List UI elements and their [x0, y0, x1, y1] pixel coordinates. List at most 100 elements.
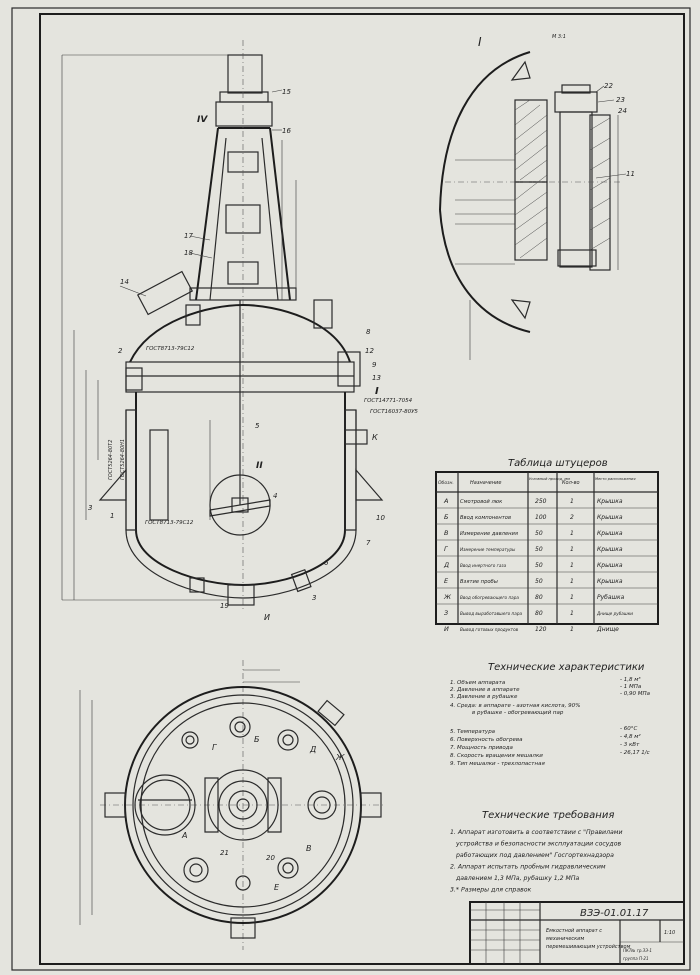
- nozzle-label-k: К: [372, 433, 378, 442]
- nozzle-cell-r7-c0: З: [444, 609, 448, 617]
- nozzle-cell-r5-c1: Взятие пробы: [460, 579, 498, 585]
- spec-label-0: 1. Объем аппарата: [450, 680, 506, 686]
- title-name-3: перемешивающим устройством: [546, 944, 631, 950]
- flange-wedge-top: [510, 60, 531, 81]
- plan-nozzle-a: А: [181, 831, 187, 840]
- plan-flange: [132, 694, 354, 916]
- plan-manhole-a: [134, 774, 196, 836]
- part-label-1: 1: [110, 512, 114, 520]
- nozzle-th-0: Обозн.: [438, 480, 454, 486]
- part-label-17: 17: [184, 232, 193, 240]
- title-block: ВЗЭ-01.01.17 Емкостной аппарат с механич…: [469, 901, 685, 965]
- req-line-5: 3.* Размеры для справок: [450, 887, 532, 894]
- section-i-detail: I M 3:1: [439, 34, 635, 360]
- plan-shell: [140, 702, 346, 908]
- title-sheet: 1:10: [664, 930, 675, 936]
- spec-value-7: - 3 кВт: [620, 742, 640, 748]
- part-label-4: 4: [273, 492, 277, 500]
- nozzle-cell-r4-c2: 50: [535, 562, 543, 569]
- title-code: ВЗЭ-01.01.17: [580, 908, 649, 919]
- plan-nozzle-zh: Ж: [335, 753, 345, 762]
- part-label-5: 5: [255, 422, 260, 430]
- plan-drive-supports: [204, 777, 282, 833]
- nozzle-cell-r1-c1: Ввод компонентов: [460, 515, 511, 521]
- part-label-9: 9: [372, 361, 377, 369]
- part-label-16: 16: [282, 127, 291, 135]
- part-label-10: 10: [376, 514, 385, 522]
- part-label-6: 6: [324, 559, 329, 567]
- spec-label-5: 5. Температура: [450, 729, 496, 735]
- section-i-scale: M 3:1: [552, 34, 566, 40]
- nozzle-cell-r5-c3: 1: [570, 578, 574, 585]
- tech-specs-rows: 1. Объем аппарата- 1,8 м³2. Давление в а…: [450, 676, 651, 767]
- part-label-8: 8: [366, 328, 371, 336]
- nozzle-table-rowlines: [436, 507, 658, 605]
- part-label-2: 2: [118, 347, 123, 355]
- main-elevation-view: IV 15 16 17 18 14 2 12 13 8 9 I 5 II 4 3…: [61, 40, 418, 622]
- nozzle-cell-r0-c4: Крышка: [597, 498, 623, 505]
- nozzle-cell-r4-c3: 1: [570, 562, 574, 569]
- nozzle-cell-r0-c0: А: [443, 497, 448, 505]
- spec-value-0: - 1,8 м³: [620, 676, 641, 683]
- nozzle-cell-r7-c4: Днище рубашки: [596, 611, 633, 616]
- part-label-18: 18: [184, 249, 193, 257]
- req-line-3: 2. Аппарат испытать пробным гидравлическ…: [450, 863, 606, 871]
- nozzle-cell-r2-c0: В: [444, 529, 449, 537]
- nozzle-bottom-jacket: [290, 568, 312, 593]
- part-label-15: 15: [282, 88, 291, 96]
- gost-label-a: ГОСТ8713-79С12: [146, 346, 195, 352]
- drive-stand-inner: [209, 137, 279, 301]
- nozzle-cell-r6-c1: Ввод обогревающего пара: [460, 595, 519, 600]
- part-label-19: 19: [220, 602, 229, 610]
- agitator-blades: [209, 499, 271, 517]
- plan-lug-bottom: [230, 917, 256, 939]
- spec-value-1: - 1 МПа: [620, 684, 642, 690]
- nozzle-th-3: Кол-во: [562, 480, 580, 486]
- plan-nozzle-v: В: [306, 844, 312, 853]
- nozzle-side-left: [125, 367, 143, 391]
- nozzle-cell-r3-c4: Крышка: [597, 546, 623, 553]
- plan-view: А Б Г Д Ж В Е 21 20: [79, 660, 385, 950]
- nozzle-th-2: Условный проход, мм: [529, 477, 570, 481]
- view-iv-label: IV: [197, 115, 208, 125]
- gearbox: [215, 101, 273, 127]
- nozzle-cell-r1-c3: 2: [570, 514, 574, 521]
- agitator-hub: [231, 497, 249, 513]
- nozzle-cell-r3-c1: Измерение температуры: [460, 547, 516, 552]
- nut-bottom: [557, 249, 597, 267]
- nozzle-bottom: [227, 584, 255, 606]
- nozzle-cell-r4-c0: Д: [443, 561, 449, 569]
- plan-nozzle-e: Е: [274, 883, 280, 892]
- tech-req-title: Технические требования: [482, 809, 614, 821]
- nozzle-cell-r8-c1: Вывод готовых продуктов: [460, 627, 519, 632]
- nozzle-cell-r2-c1: Измерение давления: [460, 531, 518, 537]
- plan-nozzle-g: Г: [212, 743, 217, 752]
- section-i-mark: I: [375, 386, 379, 397]
- view-ii-label: II: [256, 461, 263, 471]
- part-label-13: 13: [372, 374, 381, 382]
- plan-drive-ring: [207, 769, 279, 841]
- spec-label-3: 4. Среда: в аппарате - азотная кислота, …: [450, 703, 580, 709]
- req-line-4: давлением 1,3 МПа, рубашку 1,2 МПа: [455, 874, 580, 882]
- nozzle-cell-r8-c0: И: [444, 625, 449, 633]
- gost-label-side2: ГОСТ5264-80Н1: [120, 439, 126, 480]
- gost-label-side1: ГОСТ5264-80Т2: [108, 440, 114, 480]
- nozzle-cell-r5-c4: Крышка: [597, 578, 623, 585]
- title-name-1: Емкостной аппарат с: [546, 928, 602, 934]
- nozzle-cell-r6-c2: 80: [535, 594, 543, 601]
- gost-label-bottom: ГОСТ8713-79С12: [145, 520, 194, 526]
- flange-hatching: [514, 99, 611, 259]
- nozzle-cell-r5-c2: 50: [535, 578, 543, 585]
- bolt-shank: [559, 111, 593, 268]
- part-label-11: 11: [626, 170, 635, 178]
- tech-specs-title: Технические характеристики: [488, 662, 645, 673]
- spec-label-7: 7. Мощность привода: [450, 745, 514, 751]
- heating-jacket: [125, 410, 357, 599]
- spec-value-2: - 0,90 МПа: [620, 691, 651, 697]
- spec-label-6: 6. Поверхность обогрева: [450, 737, 523, 743]
- plan-part-20: 20: [266, 854, 275, 862]
- nozzle-cell-r4-c1: Ввод инертного газа: [460, 563, 507, 568]
- spec-label-8: 8. Скорость вращения мешалки: [450, 753, 543, 759]
